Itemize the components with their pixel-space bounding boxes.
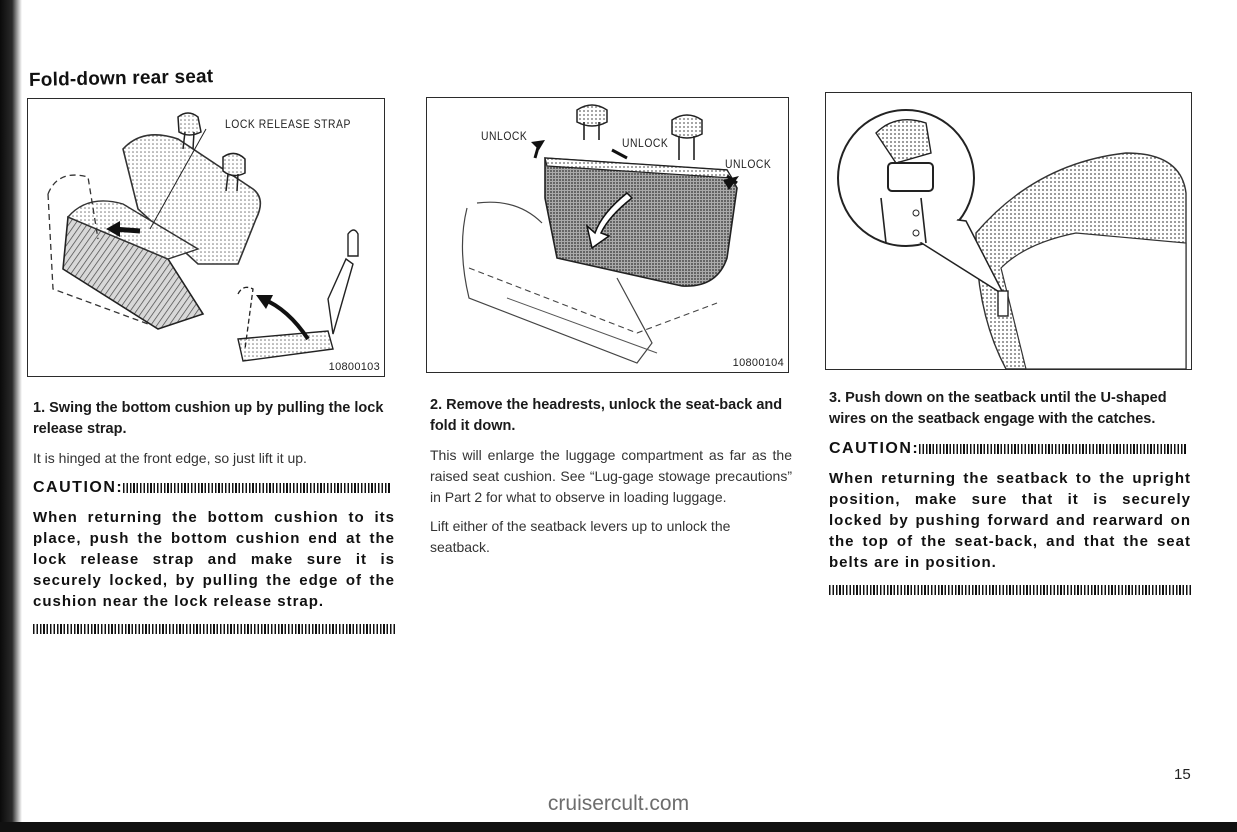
lock-release-strap-label: LOCK RELEASE STRAP [225, 119, 351, 131]
page-number: 15 [1174, 766, 1191, 783]
figure-code: 10800103 [328, 361, 380, 373]
step-2-paragraph-1: This will enlarge the luggage compartmen… [430, 447, 792, 505]
caution-rule [123, 482, 392, 493]
step-2-heading: 2. Remove the headrests, unlock the seat… [430, 397, 783, 434]
section-title: Fold-down rear seat [28, 66, 214, 91]
catch-detail-illustration [837, 109, 1187, 369]
unlock-label-right: UNLOCK [725, 159, 772, 171]
caution-end-rule [33, 624, 395, 634]
step-3-heading: 3. Push down on the seatback until the U… [829, 390, 1167, 427]
seat-cushion-illustration [47, 112, 359, 362]
figure-1-fold-cushion: LOCK RELEASE STRAP 10800103 [27, 98, 385, 377]
figure-code: 10800104 [732, 357, 784, 369]
figure-2-fold-seatback: UNLOCK UNLOCK UNLOCK 10800104 [426, 97, 789, 373]
step-1-paragraph: It is hinged at the front edge, so just … [33, 450, 307, 466]
figure-3-seatback-catch [825, 92, 1192, 370]
watermark: cruisercult.com [547, 792, 690, 815]
caution-rule [919, 443, 1188, 454]
step-1-heading: 1. Swing the bottom cushion up by pullin… [33, 400, 384, 437]
unlock-label-left: UNLOCK [481, 131, 528, 143]
caution-label: CAUTION: [829, 440, 920, 457]
caution-heading: CAUTION: [829, 440, 1191, 458]
caution-text: When returning the seatback to the uprig… [829, 470, 1191, 571]
book-spine-shadow [0, 0, 22, 832]
instruction-column-2: 2. Remove the headrests, unlock the seat… [430, 395, 792, 558]
seatback-illustration [461, 104, 739, 364]
page-bottom-edge [0, 822, 1237, 832]
caution-heading: CAUTION: [33, 479, 395, 497]
unlock-label-center: UNLOCK [622, 138, 669, 150]
caution-text: When returning the bottom cushion to its… [33, 509, 395, 610]
step-2-paragraph-2: Lift either of the seatback levers up to… [430, 518, 731, 555]
instruction-column-1: 1. Swing the bottom cushion up by pullin… [33, 398, 395, 634]
caution-label: CAUTION: [33, 479, 124, 496]
caution-end-rule [829, 585, 1191, 595]
instruction-column-3: 3. Push down on the seatback until the U… [829, 388, 1191, 595]
